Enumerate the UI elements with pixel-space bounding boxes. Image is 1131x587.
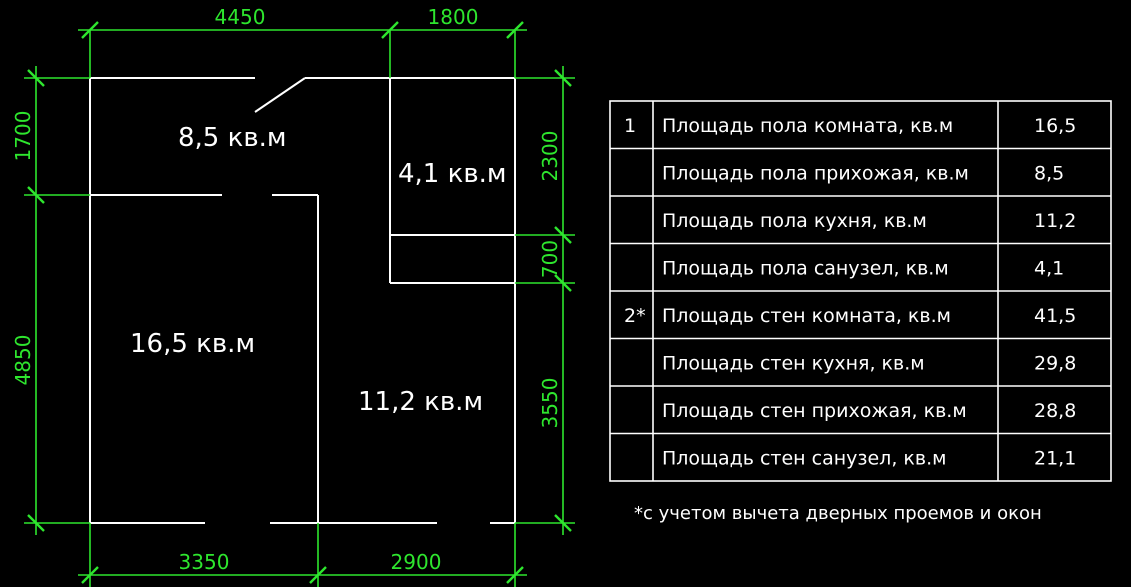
table-cell-label: Площадь стен прихожая, кв.м — [662, 400, 967, 422]
table-row: Площадь стен прихожая, кв.м 28,8 — [662, 400, 1076, 422]
dim-tick — [27, 69, 45, 87]
table-cell-value: 8,5 — [1034, 163, 1064, 185]
dim-top-1: 4450 — [215, 5, 266, 29]
entrance-door — [254, 77, 306, 113]
table-cell-value: 29,8 — [1034, 353, 1076, 375]
table-cell-label: Площадь стен комната, кв.м — [662, 305, 951, 327]
dim-tick — [506, 566, 524, 584]
dim-right-3: 3550 — [538, 378, 562, 429]
table-cell-value: 28,8 — [1034, 400, 1076, 422]
table-row: 1 Площадь пола комната, кв.м 16,5 — [624, 115, 1076, 137]
dim-tick — [81, 21, 99, 39]
room-label-bathroom: 4,1 кв.м — [398, 159, 507, 189]
table-row: Площадь пола кухня, кв.м 11,2 — [662, 210, 1076, 232]
table-row: Площадь стен санузел, кв.м 21,1 — [662, 448, 1076, 470]
table-cell-value: 21,1 — [1034, 448, 1076, 470]
table-cell-label: Площадь пола прихожая, кв.м — [662, 163, 969, 185]
dim-bottom-1: 3350 — [179, 550, 230, 574]
table-cell-label: Площадь пола комната, кв.м — [662, 115, 953, 137]
dim-right-2: 700 — [538, 240, 562, 278]
table-row: Площадь стен кухня, кв.м 29,8 — [662, 353, 1076, 375]
dim-top-2: 1800 — [428, 5, 479, 29]
floor-plan — [89, 77, 516, 524]
dim-tick — [554, 514, 572, 532]
table-cell-value: 41,5 — [1034, 305, 1076, 327]
dim-tick — [381, 21, 399, 39]
dim-tick — [27, 186, 45, 204]
dim-tick — [554, 226, 572, 244]
dim-bottom-2: 2900 — [391, 550, 442, 574]
table-cell-label: Площадь пола санузел, кв.м — [662, 258, 949, 280]
room-label-kitchen: 11,2 кв.м — [358, 387, 483, 417]
table-footnote: *с учетом вычета дверных проемов и окон — [634, 503, 1042, 524]
room-label-room: 16,5 кв.м — [130, 329, 255, 359]
table-cell-value: 11,2 — [1034, 210, 1076, 232]
dim-tick — [81, 566, 99, 584]
table-cell-number: 1 — [624, 115, 636, 137]
dim-tick — [554, 69, 572, 87]
room-label-hallway: 8,5 кв.м — [178, 123, 287, 153]
dim-tick — [554, 274, 572, 292]
dim-right-1: 2300 — [538, 131, 562, 182]
table-row: Площадь пола прихожая, кв.м 8,5 — [662, 163, 1064, 185]
dimensions: 4450 1800 3350 2900 1700 4850 2300 700 — [11, 5, 575, 587]
table-cell-label: Площадь пола кухня, кв.м — [662, 210, 927, 232]
table-cell-label: Площадь стен санузел, кв.м — [662, 448, 946, 470]
table-cell-number: 2* — [624, 305, 646, 327]
table-cell-label: Площадь стен кухня, кв.м — [662, 353, 925, 375]
dim-left-2: 4850 — [11, 335, 35, 386]
table-cell-value: 16,5 — [1034, 115, 1076, 137]
table-cell-value: 4,1 — [1034, 258, 1064, 280]
table-row: 2* Площадь стен комната, кв.м 41,5 — [624, 305, 1076, 327]
room-labels: 8,5 кв.м 4,1 кв.м 16,5 кв.м 11,2 кв.м — [130, 123, 507, 417]
table-row: Площадь пола санузел, кв.м 4,1 — [662, 258, 1064, 280]
dim-tick — [27, 514, 45, 532]
dim-tick — [506, 21, 524, 39]
dim-left-1: 1700 — [11, 111, 35, 162]
dim-tick — [309, 566, 327, 584]
